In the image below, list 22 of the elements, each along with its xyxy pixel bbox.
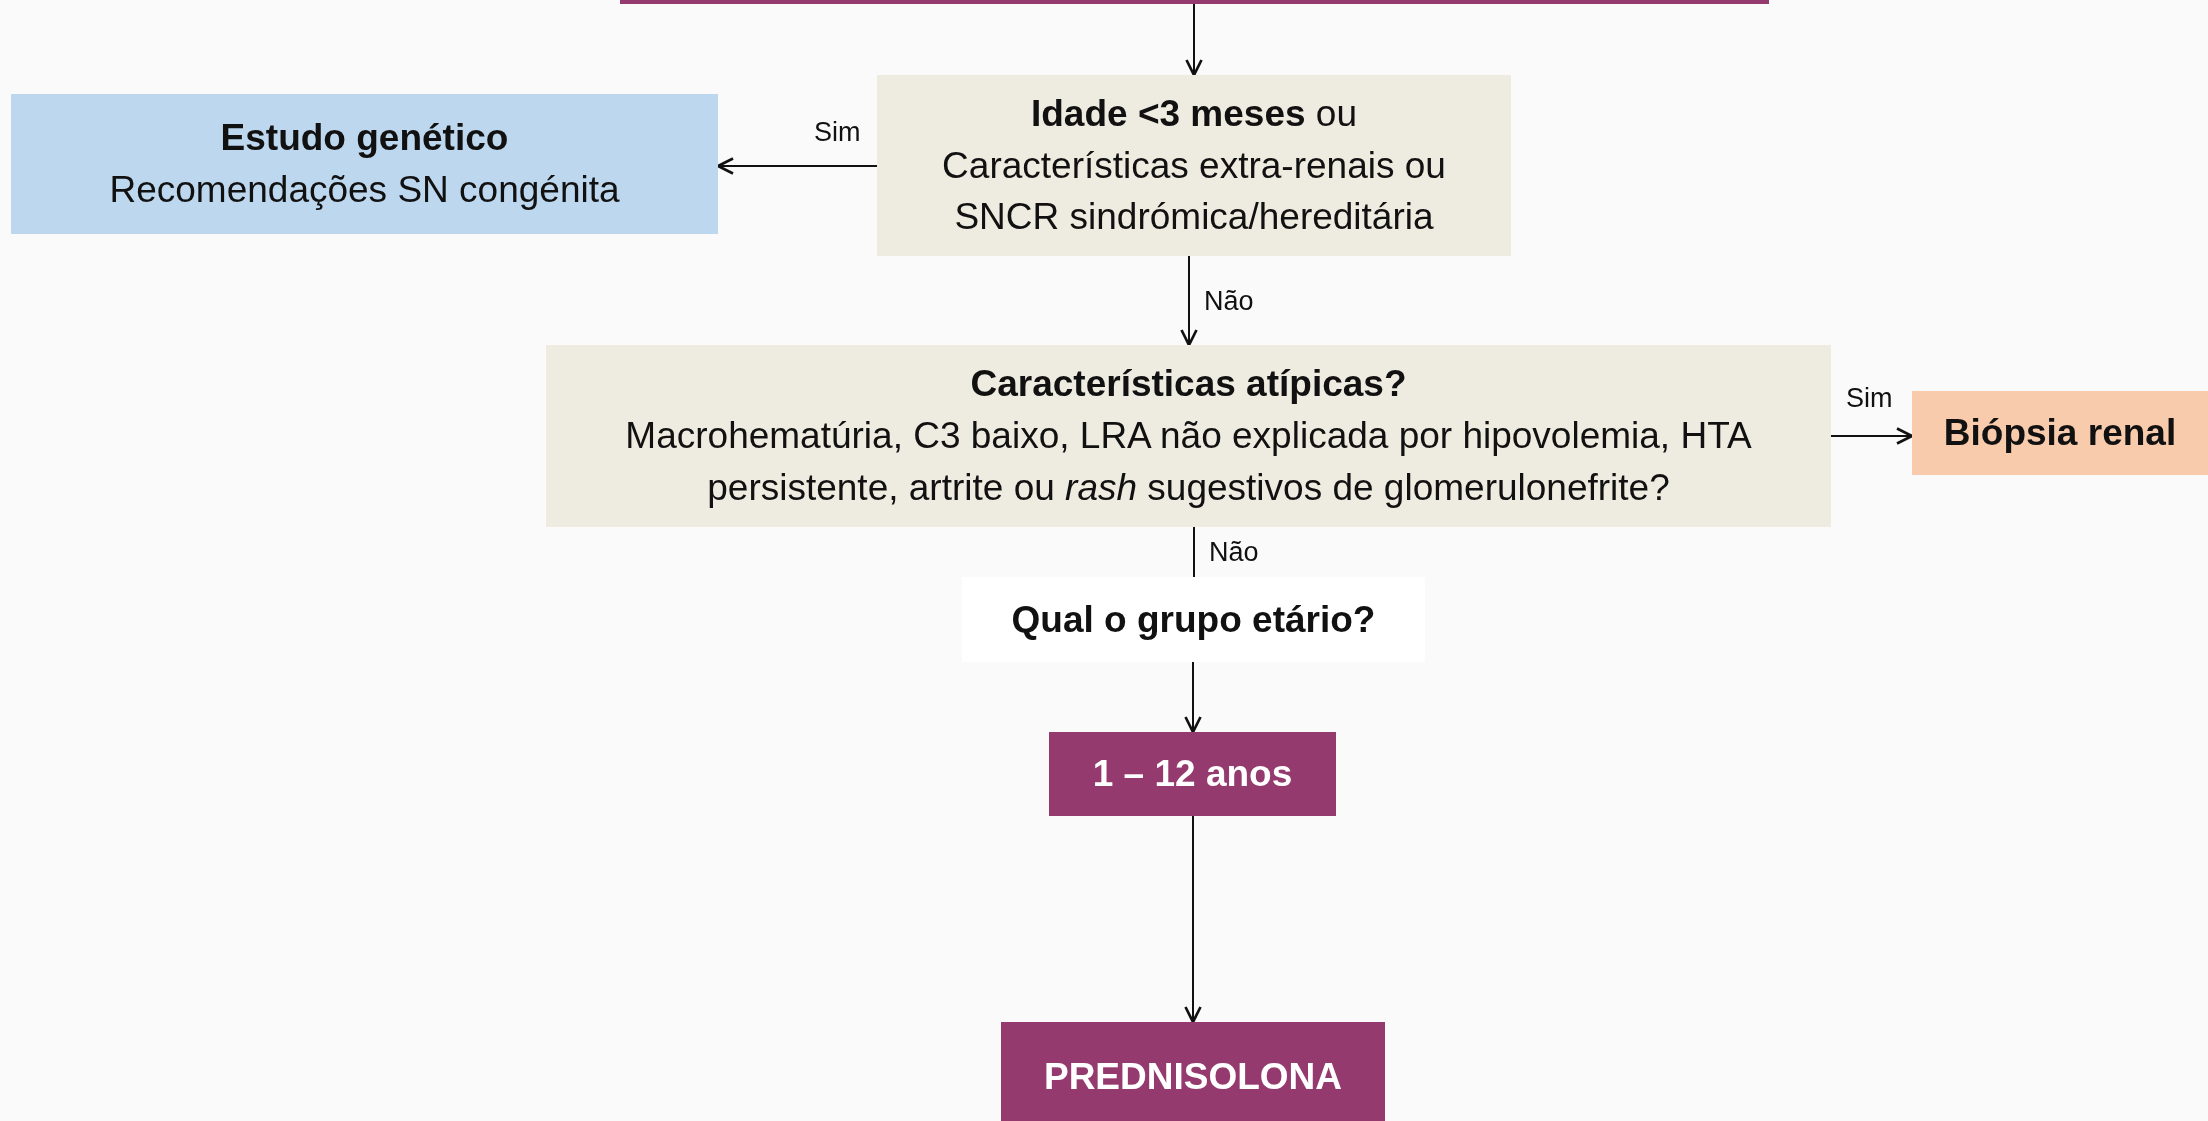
body-text: Características extra-renais ou SNCR sindrómica/hereditária xyxy=(941,143,1447,240)
decision-box xyxy=(877,75,1511,256)
arrow xyxy=(1184,661,1202,734)
treatment-box xyxy=(1001,1022,1385,1121)
heading-text: Características atípicas? xyxy=(970,362,1407,407)
body-text: Qual o grupo etário? xyxy=(1011,597,1376,642)
arrow xyxy=(1185,3,1203,77)
arrow xyxy=(1830,427,1914,445)
heading-text: Estudo genético xyxy=(220,116,509,161)
body-text: Recomendações SN congénita xyxy=(109,168,620,212)
heading-text: Idade <3 meses ou xyxy=(1031,91,1357,136)
decision-box xyxy=(546,345,1831,527)
body-text: Macrohematúria, C3 baixo, LRA não explicada por hipovolemia, HTA persistente, artrite ou rash sugestivos de glomerulonefrite? xyxy=(624,414,1753,510)
result-box xyxy=(1912,391,2208,475)
body-text: Biópsia renal xyxy=(1943,411,2177,456)
arrow xyxy=(1180,255,1198,347)
age-group-box xyxy=(1049,732,1336,816)
body-text: 1 – 12 anos xyxy=(1092,752,1293,797)
question-box xyxy=(962,577,1425,662)
arrow xyxy=(1184,815,1202,1024)
body-text: PREDNISOLONA xyxy=(1043,1055,1343,1100)
result-box xyxy=(11,94,718,234)
